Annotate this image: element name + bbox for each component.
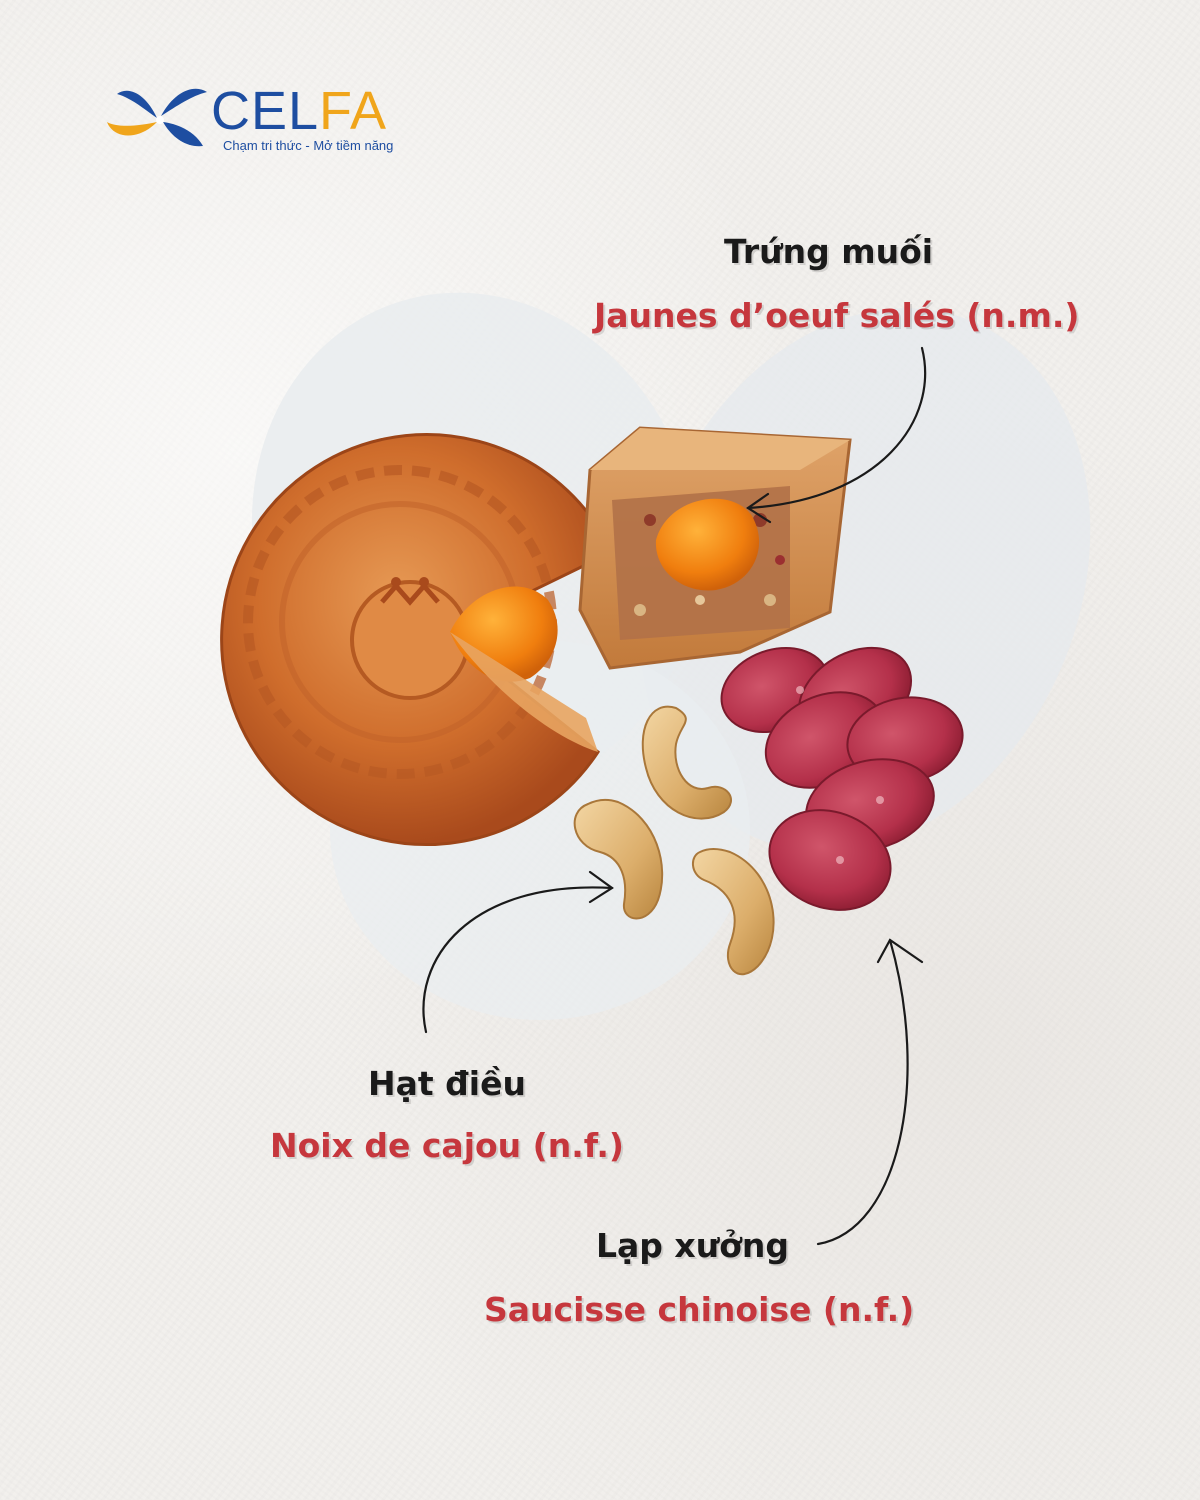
arrow-sausage-head: [876, 938, 924, 964]
egg-label-vi: Trứng muối: [724, 232, 934, 271]
pinwheel-icon: [107, 88, 207, 147]
arrow-egg-head: [746, 492, 772, 524]
cashew-label-vi: Hạt điều: [368, 1064, 526, 1103]
brand-name-part2: FA: [319, 81, 388, 141]
sausage-slices: [720, 646, 964, 911]
sausage-label-vi: Lạp xưởng: [596, 1226, 789, 1265]
arrow-egg: [746, 346, 927, 510]
brand-wordmark: CELFA: [211, 82, 387, 140]
egg-label-fr: Jaunes d’oeuf salés (n.m.): [594, 296, 1080, 335]
mooncake-slice: [578, 426, 852, 670]
cashews: [573, 705, 775, 976]
arrow-cashew: [422, 886, 614, 1034]
arrow-sausage: [816, 938, 909, 1246]
brand-name-part1: CEL: [211, 81, 320, 141]
arrow-cashew-head: [588, 870, 614, 904]
sausage-label-fr: Saucisse chinoise (n.f.): [484, 1290, 915, 1329]
annotation-arrows: [422, 346, 927, 1246]
cashew-label-fr: Noix de cajou (n.f.): [270, 1126, 624, 1165]
mooncake: [220, 433, 614, 847]
celfa-logo: CELFA Chạm tri thức - Mở tiềm năng: [105, 82, 405, 162]
brand-tagline: Chạm tri thức - Mở tiềm năng: [223, 138, 394, 153]
